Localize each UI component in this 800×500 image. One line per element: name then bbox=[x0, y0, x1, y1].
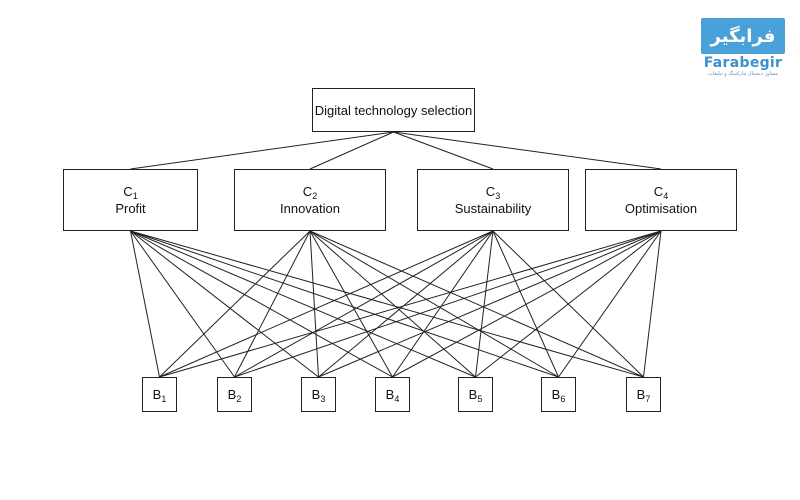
alternative-node-1: B1 bbox=[142, 377, 177, 412]
criterion-3-alternative-1-link bbox=[159, 230, 494, 378]
criterion-name: Sustainability bbox=[454, 201, 532, 216]
criterion-2-alternative-3-link bbox=[309, 230, 319, 378]
criterion-1-alternative-4-link bbox=[130, 230, 393, 378]
logo-name: Farabegir bbox=[703, 55, 783, 71]
goal-criterion-link-2 bbox=[309, 131, 394, 170]
alternative-label: B7 bbox=[636, 387, 651, 404]
criterion-3-alternative-3-link bbox=[318, 230, 494, 378]
alternative-node-5: B5 bbox=[458, 377, 493, 412]
criterion-4-alternative-3-link bbox=[318, 230, 662, 378]
goal-node: Digital technology selection bbox=[312, 88, 475, 132]
criterion-code: C2 bbox=[302, 184, 318, 201]
alternative-node-4: B4 bbox=[375, 377, 410, 412]
criterion-2-alternative-6-link bbox=[309, 230, 559, 378]
criterion-2-alternative-1-link bbox=[159, 230, 311, 378]
goal-criterion-link-1 bbox=[130, 131, 394, 170]
criterion-3-alternative-4-link bbox=[392, 230, 494, 378]
criterion-4-alternative-1-link bbox=[159, 230, 662, 378]
criterion-1-alternative-1-link bbox=[130, 230, 160, 378]
criterion-name: Optimisation bbox=[624, 201, 698, 216]
alternative-node-2: B2 bbox=[217, 377, 252, 412]
criterion-name: Profit bbox=[115, 201, 146, 216]
criterion-4-alternative-7-link bbox=[643, 230, 662, 378]
criterion-node-4: C4 Optimisation bbox=[585, 169, 737, 231]
criterion-1-alternative-5-link bbox=[130, 230, 476, 378]
alternative-node-7: B7 bbox=[626, 377, 661, 412]
criterion-code: C4 bbox=[653, 184, 669, 201]
criterion-3-alternative-5-link bbox=[475, 230, 494, 378]
goal-label: Digital technology selection bbox=[314, 102, 473, 118]
alternative-label: B3 bbox=[311, 387, 326, 404]
criterion-1-alternative-3-link bbox=[130, 230, 319, 378]
alternative-node-6: B6 bbox=[541, 377, 576, 412]
criterion-code: C1 bbox=[123, 184, 138, 201]
criterion-3-alternative-2-link bbox=[234, 230, 494, 378]
criterion-node-1: C1 Profit bbox=[63, 169, 198, 231]
criterion-2-alternative-5-link bbox=[309, 230, 476, 378]
criterion-code: C3 bbox=[485, 184, 501, 201]
criterion-2-alternative-4-link bbox=[309, 230, 393, 378]
criterion-4-alternative-2-link bbox=[234, 230, 662, 378]
goal-criterion-link-4 bbox=[393, 131, 662, 170]
logo-mark: فرابگیر bbox=[701, 18, 785, 54]
alternative-label: B4 bbox=[385, 387, 400, 404]
criterion-1-alternative-6-link bbox=[130, 230, 559, 378]
criterion-1-alternative-7-link bbox=[130, 230, 644, 378]
criterion-2-alternative-7-link bbox=[309, 230, 644, 378]
farabegir-logo: فرابگیر Farabegir مشاور دیجیتال مارکتینگ… bbox=[700, 18, 786, 82]
criterion-4-alternative-5-link bbox=[475, 230, 662, 378]
alternative-label: B2 bbox=[227, 387, 242, 404]
goal-criterion-link-3 bbox=[393, 131, 494, 170]
criterion-2-alternative-2-link bbox=[234, 230, 311, 378]
alternative-label: B1 bbox=[152, 387, 167, 404]
criterion-node-3: C3 Sustainability bbox=[417, 169, 569, 231]
alternative-label: B5 bbox=[468, 387, 483, 404]
criterion-1-alternative-2-link bbox=[130, 230, 235, 378]
alternative-label: B6 bbox=[551, 387, 566, 404]
criterion-name: Innovation bbox=[280, 201, 340, 216]
criterion-4-alternative-4-link bbox=[392, 230, 662, 378]
alternative-node-3: B3 bbox=[301, 377, 336, 412]
criterion-4-alternative-6-link bbox=[558, 230, 662, 378]
criterion-node-2: C2 Innovation bbox=[234, 169, 386, 231]
logo-tagline: مشاور دیجیتال مارکتینگ و تبلیغات bbox=[708, 71, 778, 77]
